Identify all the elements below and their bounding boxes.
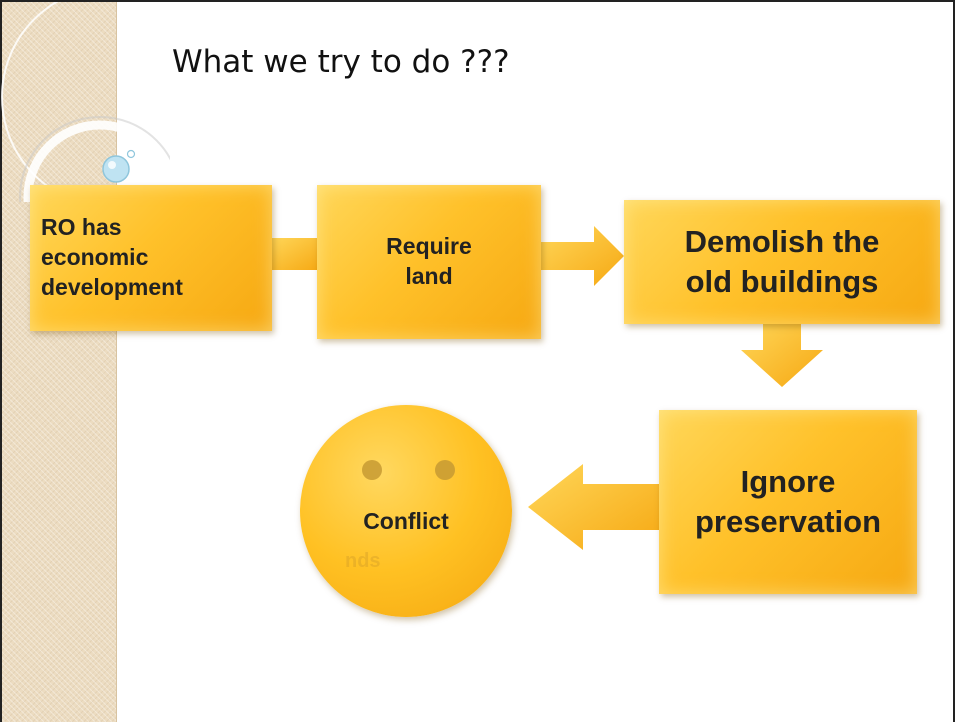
face-right-eye (435, 460, 455, 480)
step-require-line1: Require (386, 233, 472, 260)
step-ro-line3: development (41, 273, 183, 300)
slide-title: What we try to do ??? (172, 44, 510, 80)
faded-background-text: nds (345, 550, 381, 572)
step-ignore-line2: preservation (694, 504, 882, 539)
step-ro-economic-development: RO has economic development (30, 185, 272, 331)
step-require-land: Require land (317, 185, 541, 339)
step-demolish-buildings: Demolish the old buildings (624, 200, 940, 324)
connector-bar (268, 238, 322, 270)
face-left-eye (362, 460, 382, 480)
bubble-icon-small (126, 149, 136, 159)
step-ro-line2: economic (41, 244, 149, 271)
step-demolish-line2: old buildings (685, 264, 879, 299)
decorative-circles (1, 2, 170, 202)
step-ro-line1: RO has (41, 214, 122, 241)
conflict-face-icon (300, 405, 512, 617)
down-arrow-icon (741, 321, 823, 387)
step-require-line2: land (405, 263, 453, 289)
step-demolish-line1: Demolish the (684, 223, 880, 259)
conflict-label: Conflict (363, 508, 449, 534)
step-ignore-line1: Ignore (740, 463, 836, 499)
step-ignore-preservation: Ignore preservation (659, 410, 917, 594)
left-arrow-icon (528, 464, 662, 550)
right-arrow-icon (539, 226, 624, 286)
left-border (0, 2, 2, 722)
